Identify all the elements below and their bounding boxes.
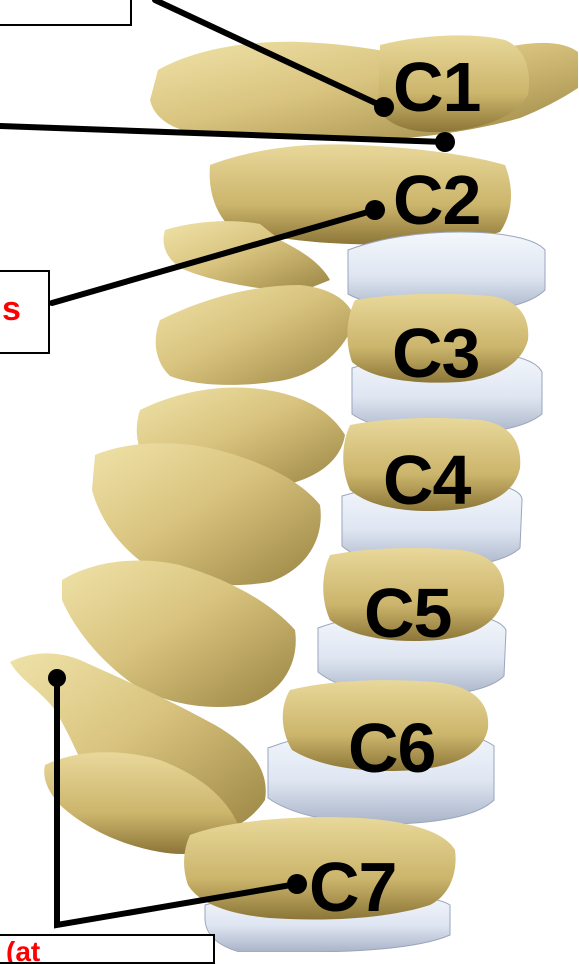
vertebra-label-c7: C7 — [309, 852, 396, 922]
vertebra-label-c4: C4 — [383, 445, 470, 515]
leader-dot-c1 — [374, 97, 394, 117]
callout-box-middle: s — [0, 270, 50, 354]
callout-bottom-text: (at — [6, 936, 40, 964]
callout-middle-text: s — [2, 290, 21, 328]
leader-dot-c2 — [365, 200, 385, 220]
vertebra-label-c6: C6 — [348, 713, 435, 783]
leader-dot-c7-process — [48, 669, 66, 687]
vertebra-label-c2: C2 — [393, 165, 480, 235]
leader-dot-c1-lower — [435, 132, 455, 152]
callout-box-bottom: (at — [0, 934, 215, 964]
leader-dot-c7 — [287, 874, 307, 894]
vertebra-label-c3: C3 — [392, 318, 479, 388]
vertebra-label-c1: C1 — [393, 52, 480, 122]
callout-box-top — [0, 0, 132, 26]
vertebra-label-c5: C5 — [364, 578, 451, 648]
c3-process — [156, 285, 355, 385]
